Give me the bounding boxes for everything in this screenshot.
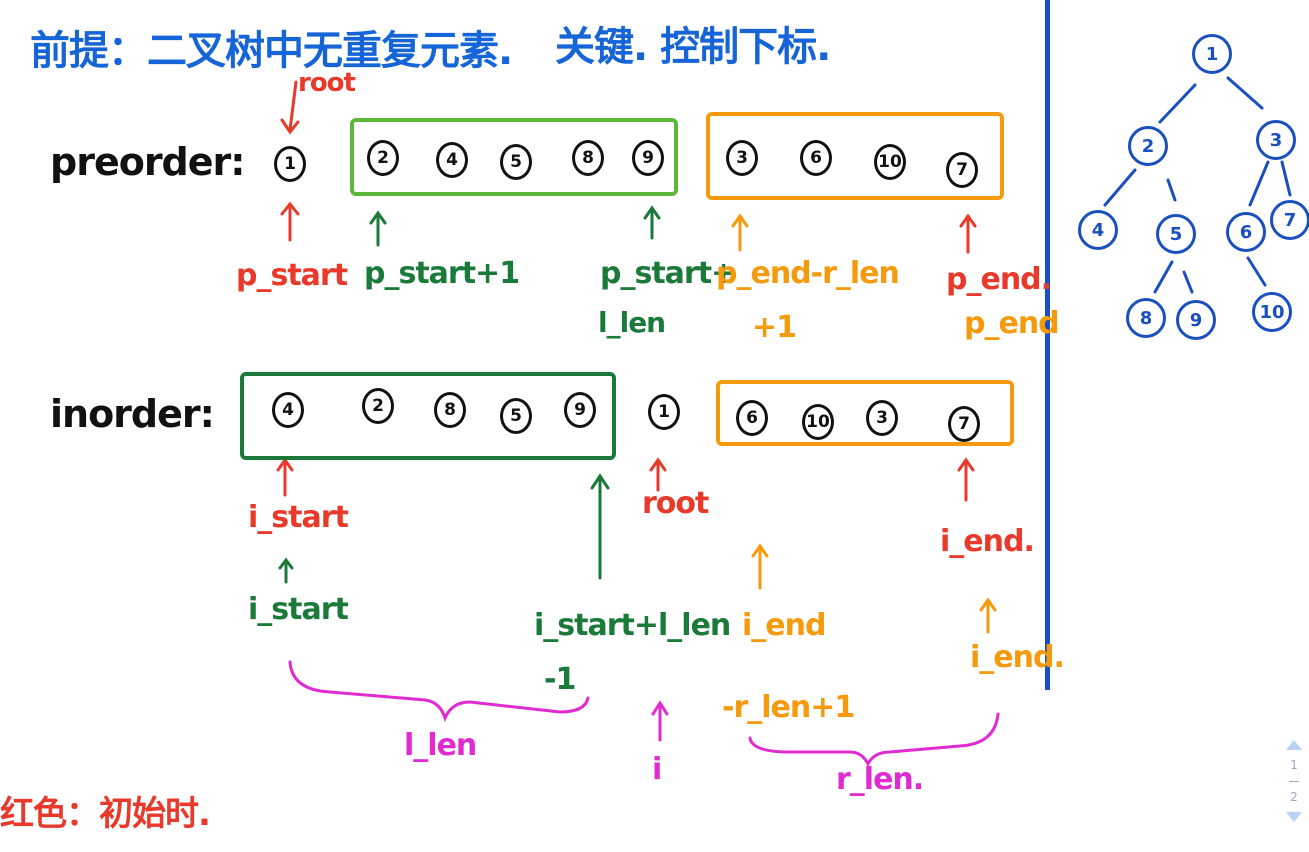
p-end-red-label: p_end.: [946, 262, 1052, 297]
p-end-r-len-label: p_end-r_len: [716, 256, 900, 291]
i-arrow: [651, 700, 669, 742]
i-end-orange-label: i_end.: [970, 640, 1065, 675]
inorder-node: 4: [272, 392, 304, 428]
inorder-right-subtree-box: [716, 380, 1014, 446]
p-start-l-len-label-2: l_len: [598, 306, 666, 339]
inorder-node: 3: [866, 400, 898, 436]
preorder-node: 4: [436, 142, 468, 178]
i-end-orange-arrow: [979, 597, 997, 634]
i-start-green-label: i_start: [248, 592, 349, 627]
inorder-node: 7: [948, 406, 980, 442]
p-start-plus1-label: p_start+1: [364, 256, 520, 291]
premise-title: 前提：二叉树中无重复元素.: [30, 28, 513, 74]
preorder-node: 6: [800, 140, 832, 176]
root-inorder-arrow: [649, 457, 667, 492]
i-start-l-len-label-2: -1: [544, 662, 576, 697]
preorder-node: 5: [500, 144, 532, 180]
tree-node: 7: [1270, 200, 1309, 240]
i-end-r-len-label-2: -r_len+1: [722, 690, 855, 725]
root-label: root: [298, 68, 356, 98]
tree-node: 3: [1256, 120, 1296, 160]
r-len-label: r_len.: [836, 762, 924, 797]
p-end-arrow: [959, 213, 977, 254]
p-start-l-len-arrow: [643, 205, 661, 240]
r-len-brace: [748, 712, 1000, 768]
page-indicator: 1 2: [1284, 740, 1304, 822]
preorder-left-subtree-box: [350, 118, 678, 196]
preorder-node: 1: [274, 146, 306, 182]
preorder-right-subtree-box: [706, 112, 1004, 200]
p-start-label: p_start: [236, 258, 348, 293]
i-start-l-len-label: i_start+l_len: [534, 608, 731, 643]
i-end-r-len-label: i_end: [742, 608, 826, 643]
l-len-brace: [288, 660, 590, 723]
page-up-icon[interactable]: [1286, 740, 1302, 750]
inorder-node: 6: [736, 400, 768, 436]
key-title: 关键. 控制下标.: [555, 24, 831, 70]
i-start-green-arrow: [278, 557, 294, 584]
tree-node: 5: [1156, 214, 1196, 254]
tree-node: 4: [1078, 210, 1118, 250]
page-total: 2: [1290, 789, 1298, 804]
i-label: i: [652, 752, 662, 787]
preorder-node: 9: [632, 140, 664, 176]
inorder-node: 2: [362, 388, 394, 424]
preorder-node: 3: [726, 140, 758, 176]
inorder-node: 1: [648, 394, 680, 430]
p-end-r-len-label-2: +1: [752, 310, 797, 345]
i-start-l-len-arrow: [590, 473, 610, 580]
inorder-left-subtree-box: [240, 372, 616, 460]
i-start-red-label: i_start: [248, 500, 349, 535]
inorder-node: 5: [500, 398, 532, 434]
p-start-l-len-label: p_start+: [600, 256, 736, 291]
preorder-node: 8: [572, 140, 604, 176]
l-len-label: l_len: [404, 728, 477, 763]
tree-node: 8: [1126, 298, 1166, 338]
tree-edges: [1103, 76, 1292, 294]
inorder-label: inorder:: [50, 392, 215, 436]
preorder-node: 2: [367, 140, 399, 176]
legend-note: 红色：初始时.: [0, 794, 211, 834]
divider: [1045, 0, 1050, 690]
tree-node: 9: [1176, 300, 1216, 340]
root-inorder-label: root: [642, 486, 709, 521]
i-end-red-arrow: [957, 457, 975, 502]
preorder-node: 7: [946, 152, 978, 188]
root-arrow: [280, 80, 300, 135]
i-end-red-label: i_end.: [940, 524, 1035, 559]
page-down-icon[interactable]: [1286, 812, 1302, 822]
inorder-node: 10: [802, 404, 834, 440]
preorder-label: preorder:: [50, 140, 245, 184]
p-start-arrow: [280, 201, 300, 242]
preorder-node: 10: [874, 144, 906, 180]
tree-node: 2: [1128, 126, 1168, 166]
inorder-node: 9: [564, 392, 596, 428]
tree-node: 6: [1226, 212, 1266, 252]
p-start-plus1-arrow: [369, 210, 387, 247]
i-end-r-len-arrow: [751, 543, 769, 590]
tree-node: 10: [1252, 292, 1292, 332]
page-divider: [1289, 780, 1299, 782]
inorder-node: 8: [434, 392, 466, 428]
page-current: 1: [1290, 758, 1298, 773]
i-start-red-arrow: [276, 457, 294, 497]
p-end-r-len-arrow: [731, 213, 749, 252]
tree-node: 1: [1192, 34, 1232, 74]
p-end-orange-label: p_end: [964, 306, 1060, 341]
